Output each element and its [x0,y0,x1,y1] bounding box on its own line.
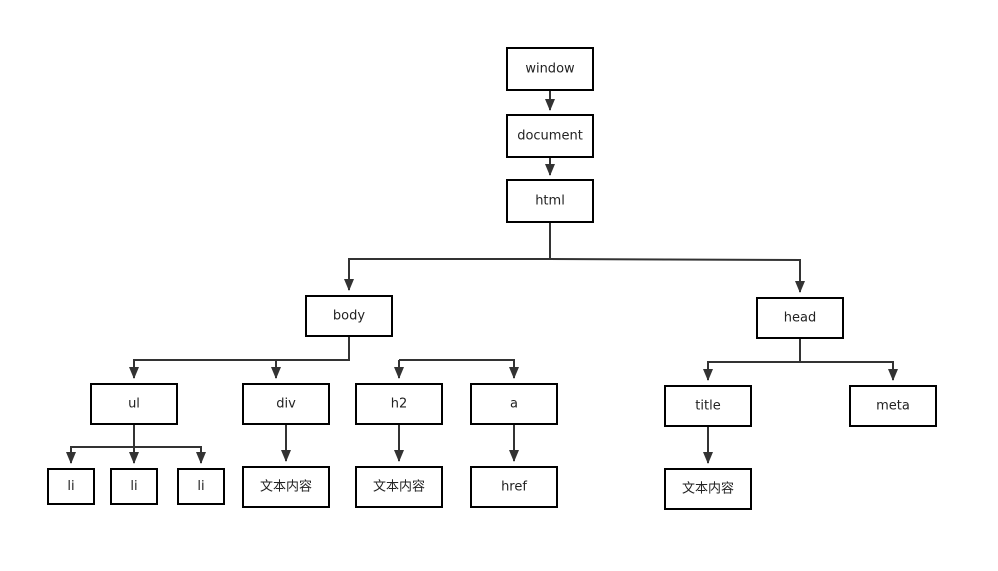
node-box [470,466,558,508]
node-label: 文本内容 [373,479,425,495]
node-box [506,47,594,91]
edge-body-ul [133,336,350,378]
node-li-3: li [177,468,225,505]
edge-body-a-arrow-icon [509,367,519,379]
node-box [756,297,844,339]
node-window: window [506,47,594,91]
node-label: href [501,480,527,495]
tree-nodes: window document html body head ul div h2 a li li li… [47,47,937,510]
edge-head-meta [800,361,894,380]
node-a: a [470,383,558,425]
node-li-1: li [47,468,95,505]
node-label: li [197,479,204,494]
node-label: head [784,311,816,326]
node-h2: h2 [355,383,443,425]
node-div: div [242,383,330,425]
node-box [506,179,594,223]
node-box [849,385,937,427]
node-body: body [305,295,393,337]
node-box [664,385,752,427]
node-label: title [695,399,720,414]
edge-ul-li2-arrow-icon [129,452,139,464]
connector-lines [66,90,898,464]
node-html: html [506,179,594,223]
edge-html-head-arrow-icon [795,281,805,293]
edge-window-document-arrow-icon [545,99,555,111]
node-label: a [510,397,518,412]
node-meta: meta [849,385,937,427]
edge-head-meta-arrow-icon [888,369,898,381]
node-label: li [130,479,137,494]
node-h2-text: 文本内容 [355,466,443,508]
node-label: window [525,62,575,77]
edge-html-body-arrow-icon [344,279,354,291]
node-box [355,466,443,508]
edge-a-href-arrow-icon [509,450,519,462]
node-box [242,383,330,425]
node-box [355,383,443,425]
node-label: document [517,129,583,144]
node-label: li [67,479,74,494]
node-label: 文本内容 [682,481,734,497]
node-document: document [506,114,594,158]
node-label: div [276,397,296,412]
node-label: body [333,309,365,324]
edge-ul-li3-arrow-icon [196,452,206,464]
node-box [177,468,225,505]
node-box [90,383,178,425]
node-title: title [664,385,752,427]
node-div-text: 文本内容 [242,466,330,508]
edge-ul-li1 [70,424,135,463]
node-box [470,383,558,425]
node-ul: ul [90,383,178,425]
node-box [506,114,594,158]
edge-html-body [348,222,551,290]
edge-body-ul-arrow-icon [129,367,139,379]
node-box [242,466,330,508]
edge-body-h2-arrow-icon [394,367,404,379]
node-box [110,468,158,505]
node-box [664,468,752,510]
node-a-href: href [470,466,558,508]
node-box [305,295,393,337]
node-label: meta [876,399,910,414]
edge-body-div-arrow-icon [271,367,281,379]
node-label: ul [128,397,140,412]
edge-document-html-arrow-icon [545,164,555,176]
node-title-text: 文本内容 [664,468,752,510]
edge-ul-li1-arrow-icon [66,452,76,464]
node-label: h2 [391,397,408,412]
node-label: 文本内容 [260,479,312,495]
node-box [47,468,95,505]
edge-body-a [399,359,515,378]
edge-div-text-arrow-icon [281,450,291,462]
node-head: head [756,297,844,339]
edge-h2-text-arrow-icon [394,450,404,462]
node-label: html [535,194,565,209]
edge-head-title-arrow-icon [703,369,713,381]
node-li-2: li [110,468,158,505]
edge-head-title [707,338,801,380]
edge-title-text-arrow-icon [703,452,713,464]
edge-ul-li3 [134,446,202,463]
edge-html-head [549,258,801,292]
